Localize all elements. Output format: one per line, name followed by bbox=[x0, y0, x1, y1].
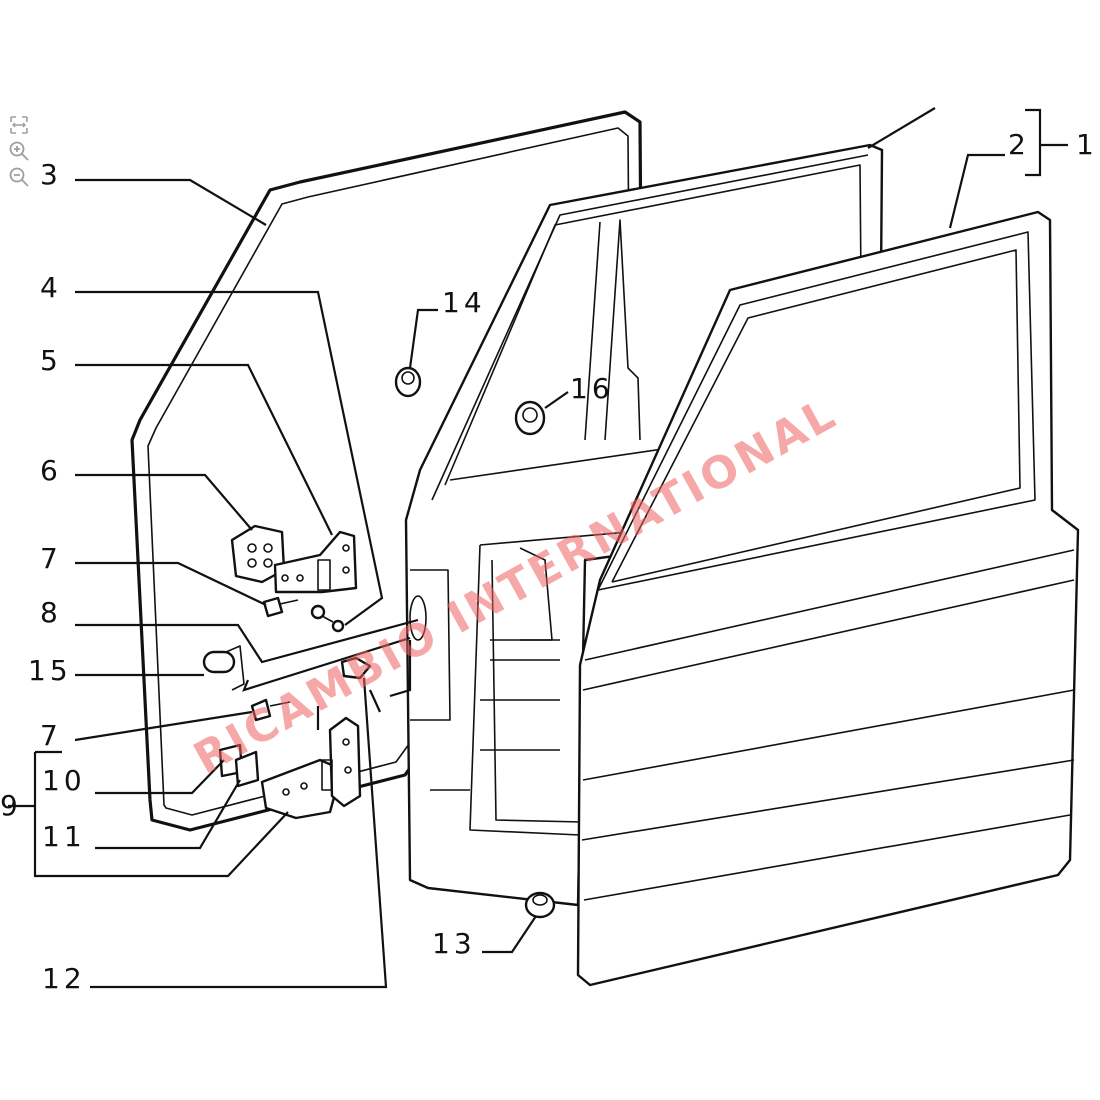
callout-11: 11 bbox=[42, 820, 86, 853]
leader-lines bbox=[8, 107, 1068, 989]
washer-part bbox=[310, 604, 345, 633]
callout-12: 12 bbox=[42, 962, 86, 995]
callout-3: 3 bbox=[40, 158, 62, 191]
grommet-16-part bbox=[514, 400, 546, 436]
lower-bolt-part bbox=[250, 698, 291, 722]
callout-9: 9 bbox=[0, 789, 22, 822]
callout-15: 15 bbox=[28, 654, 72, 687]
zoom-in-icon[interactable] bbox=[8, 140, 30, 162]
callout-4: 4 bbox=[40, 271, 62, 304]
callout-6: 6 bbox=[40, 454, 62, 487]
fit-icon[interactable] bbox=[8, 114, 30, 136]
callout-13: 13 bbox=[432, 927, 476, 960]
callout-7-upper: 7 bbox=[40, 542, 62, 575]
hinge-plate-part bbox=[230, 524, 286, 584]
zoom-out-icon[interactable] bbox=[8, 166, 30, 188]
grommet-14-part bbox=[394, 366, 422, 398]
callout-10: 10 bbox=[42, 764, 86, 797]
bolt-part bbox=[262, 596, 299, 618]
callout-1: 1 bbox=[1076, 128, 1098, 161]
callout-2: 2 bbox=[1008, 128, 1030, 161]
lower-hinge-part bbox=[260, 716, 362, 820]
shim-part bbox=[218, 743, 260, 788]
door-panel-part bbox=[576, 210, 1080, 987]
plug-part bbox=[202, 645, 245, 691]
grommet-13-part bbox=[524, 891, 556, 919]
callout-5: 5 bbox=[40, 344, 62, 377]
upper-hinge-part bbox=[273, 530, 358, 594]
check-pin-part bbox=[340, 656, 372, 680]
callout-8: 8 bbox=[40, 596, 62, 629]
callout-14: 14 bbox=[442, 286, 486, 319]
callout-7-lower: 7 bbox=[40, 719, 62, 752]
callout-16: 16 bbox=[570, 372, 614, 405]
